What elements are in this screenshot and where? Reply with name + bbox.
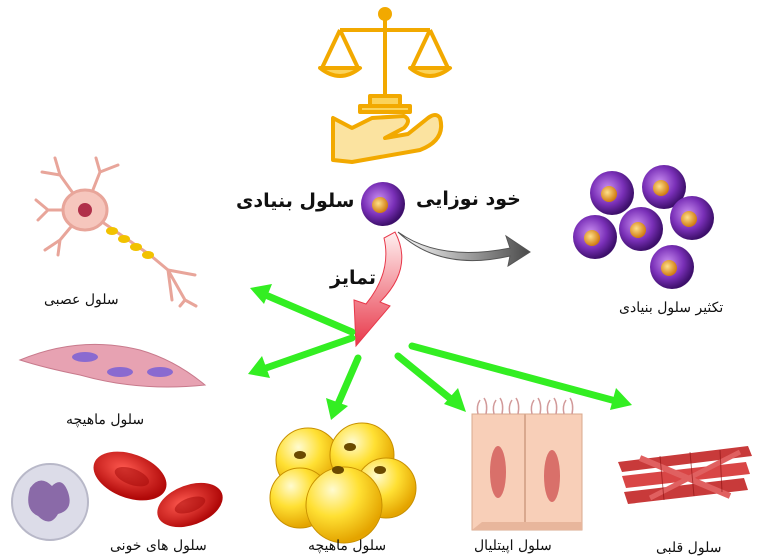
self-renewal-label: خود نوزایی — [416, 188, 521, 210]
stem-cell — [361, 182, 405, 226]
red-blood-cells — [87, 442, 229, 535]
stem-cell-label: سلول بنیادی — [236, 190, 354, 212]
differentiation-arrow — [354, 232, 402, 346]
epithelial-cell-label: سلول اپیتلیال — [474, 538, 552, 554]
self-renewal-arrow — [398, 232, 530, 266]
nerve-cell — [36, 158, 196, 306]
arrow-to-muscle — [248, 338, 352, 378]
cardiac-cell-label: سلول قلبی — [656, 540, 721, 556]
green-arrows — [248, 284, 632, 420]
smooth-muscle-cells — [20, 344, 205, 387]
proliferation-label: تکثیر سلول بنیادی — [619, 300, 723, 316]
arrow-to-fat — [326, 358, 358, 420]
hand-icon — [333, 115, 441, 162]
balance-scale-icon — [320, 8, 450, 112]
differentiation-label: تمایز — [330, 267, 376, 289]
arrow-to-epithelial — [398, 356, 466, 412]
white-blood-cell — [12, 464, 88, 540]
blood-cells-label: سلول های خونی — [110, 538, 207, 554]
muscle-cell-label: سلول ماهیچه — [66, 412, 144, 428]
nerve-cell-label: سلول عصبی — [44, 292, 119, 308]
arrow-to-nerve — [250, 284, 352, 332]
fat-cell-label: سلول ماهیچه — [308, 538, 386, 554]
epithelial-cells — [472, 398, 582, 530]
cardiac-cells — [618, 446, 752, 504]
fat-cells — [270, 423, 416, 543]
proliferated-stem-cells — [573, 165, 714, 289]
arrow-to-cardiac — [412, 346, 632, 410]
